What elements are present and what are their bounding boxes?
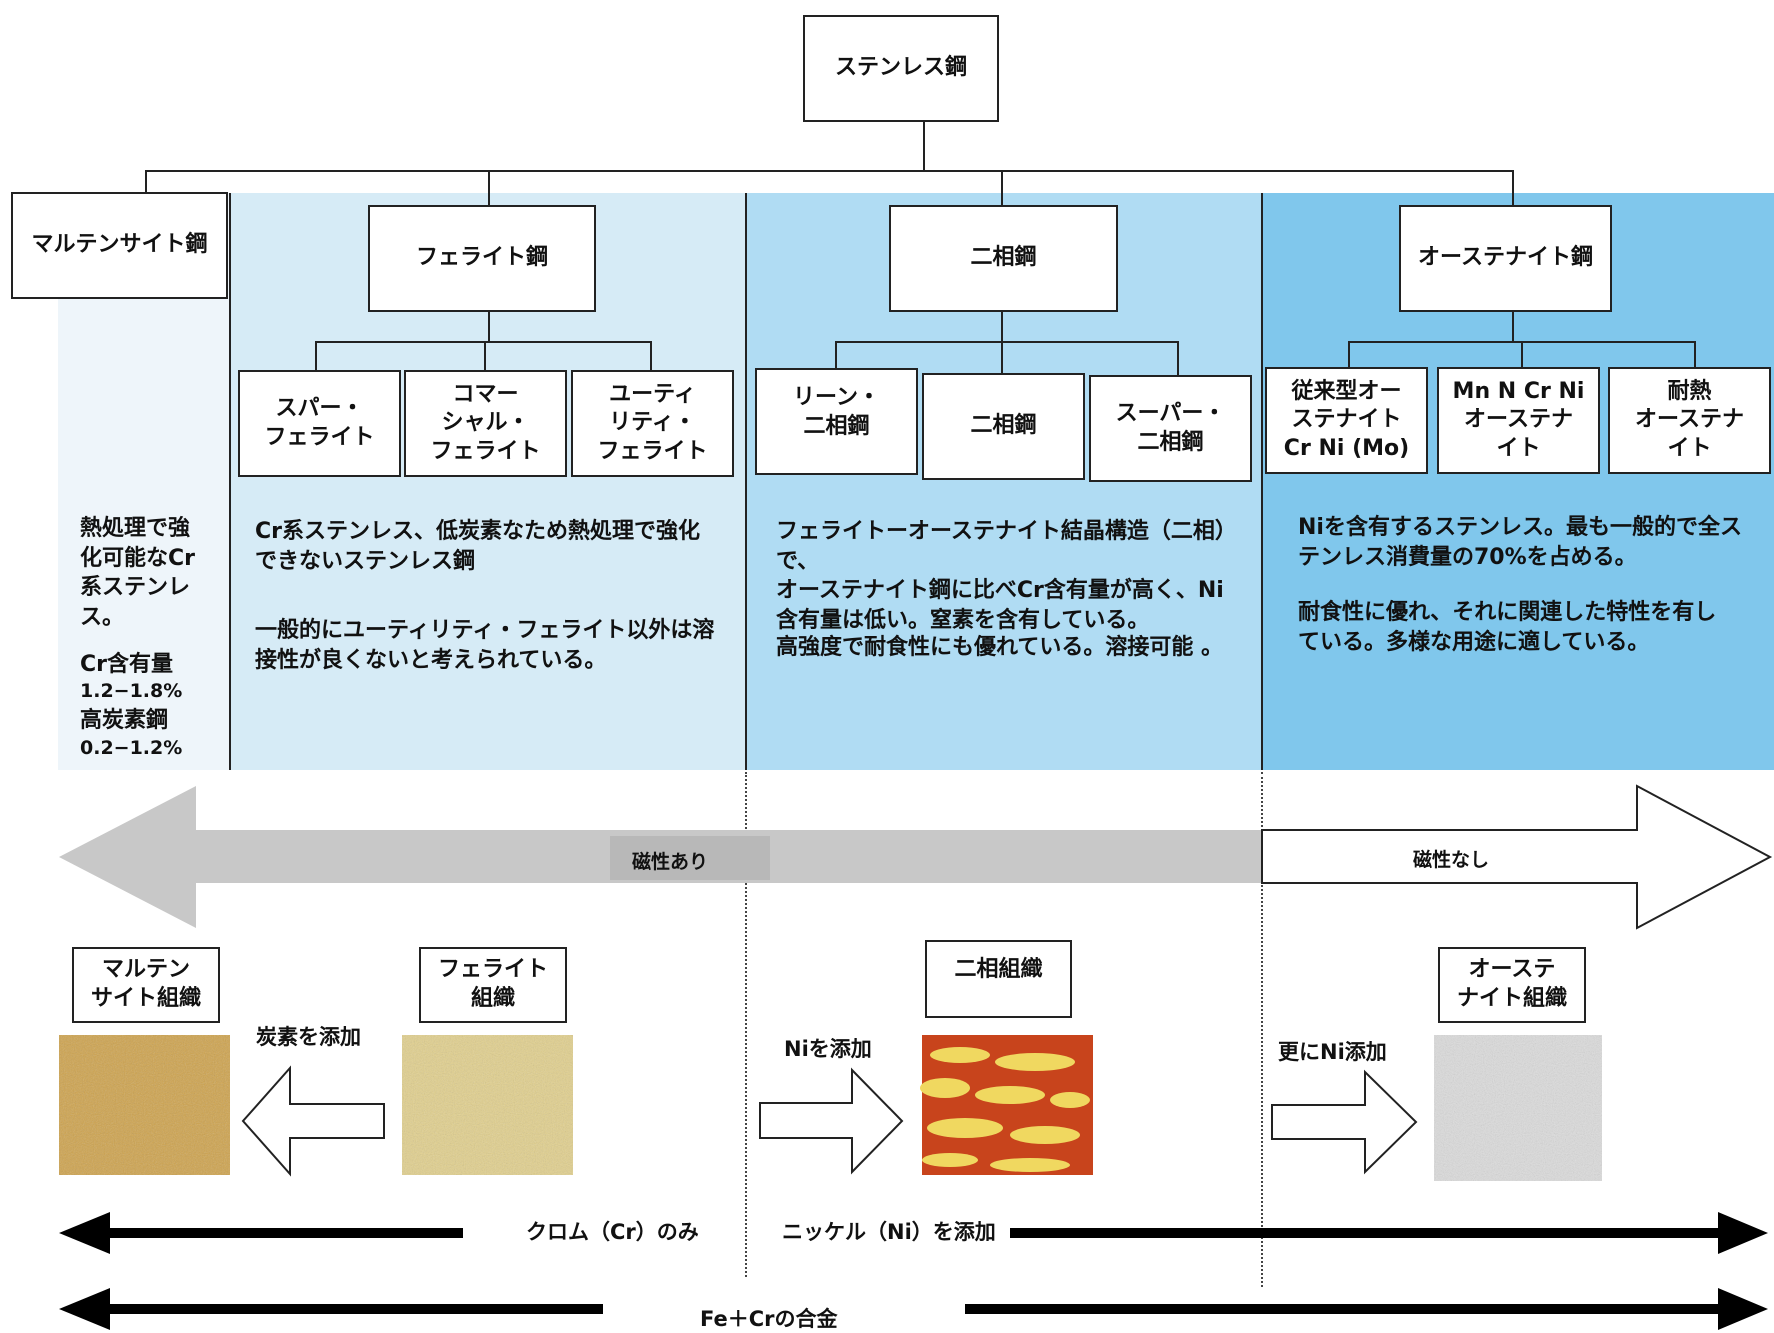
more-ni-label: 更にNi添加 bbox=[1278, 1040, 1387, 1064]
chromium-only-arrowhead-icon bbox=[59, 1212, 110, 1254]
nickel-added-label: ニッケル（Ni）を添加 bbox=[782, 1220, 996, 1244]
add-ni-label: Niを添加 bbox=[784, 1037, 872, 1061]
martensite-cr-label: Cr含有量 bbox=[80, 652, 173, 677]
austenite-photo bbox=[1434, 1035, 1602, 1181]
duplex-connector bbox=[1001, 170, 1003, 206]
non-magnetic-arrow-icon bbox=[1261, 784, 1773, 930]
ferrite-connector bbox=[488, 170, 490, 206]
duplex-subtype-lean: リーン・ 二相鋼 bbox=[755, 368, 918, 475]
add-ni-arrow-icon bbox=[759, 1067, 904, 1175]
austenite-description-2: 耐食性に優れ、それに関連した特性を有し ている。多様な用途に適している。 bbox=[1298, 600, 1717, 655]
duplex-description-1: フェライトーオーステナイト結晶構造（二相）で、 オーステナイト鋼に比べCr含有量… bbox=[776, 519, 1237, 634]
family-bus bbox=[145, 170, 1513, 172]
duplex-sub-drop-1 bbox=[835, 341, 837, 369]
ferrite-sub-drop-1 bbox=[315, 341, 317, 371]
ferrite-sub-drop-3 bbox=[650, 341, 652, 371]
martensite-connector bbox=[145, 170, 147, 192]
martensite-c-label: 高炭素鋼 bbox=[80, 708, 169, 733]
duplex-node: 二相鋼 bbox=[889, 205, 1118, 312]
duplex-description-2: 高強度で耐食性にも優れている。溶接可能 。 bbox=[776, 635, 1224, 660]
duplex-sub-drop-2 bbox=[1001, 341, 1003, 375]
ferrite-sub-bus bbox=[315, 341, 652, 343]
duplex-subtype-super: スーパー・ 二相鋼 bbox=[1089, 375, 1252, 482]
more-ni-arrow-icon bbox=[1271, 1069, 1418, 1175]
fe-cr-right-arrowhead-icon bbox=[1718, 1288, 1768, 1330]
austenite-subtype-conventional: 従来型オー ステナイト Cr Ni (Mo) bbox=[1265, 367, 1428, 474]
root-node: ステンレス鋼 bbox=[803, 15, 999, 122]
magnetic-label-bg bbox=[610, 836, 770, 880]
dotted-divider-left bbox=[745, 772, 747, 1277]
austenite-node: オーステナイト鋼 bbox=[1399, 205, 1612, 312]
add-carbon-arrow-icon bbox=[241, 1065, 385, 1177]
ferrite-subtype-super: スパー・ フェライト bbox=[238, 370, 401, 477]
martensite-structure-label: マルテン サイト組織 bbox=[72, 947, 220, 1023]
fe-cr-alloy-label: Fe＋Crの合金 bbox=[700, 1307, 838, 1331]
austenite-sub-drop-3 bbox=[1694, 341, 1696, 367]
add-carbon-label: 炭素を添加 bbox=[256, 1025, 361, 1049]
nickel-arrowhead-icon bbox=[1718, 1212, 1768, 1254]
ferrite-description-2: 一般的にユーティリティ・フェライト以外は溶 接性が良くないと考えられている。 bbox=[255, 618, 715, 673]
duplex-sub-drop-3 bbox=[1177, 341, 1179, 375]
fe-cr-left-arrowhead-icon bbox=[59, 1288, 110, 1330]
ferrite-structure-label: フェライト 組織 bbox=[419, 947, 567, 1023]
duplex-sub-connector bbox=[1001, 312, 1003, 342]
ferrite-sub-drop-2 bbox=[484, 341, 486, 371]
austenite-subtype-mn-n-cr-ni: Mn N Cr Ni オーステナ イト bbox=[1437, 367, 1600, 474]
austenite-subtype-heat-resistant: 耐熱 オーステナ イト bbox=[1608, 367, 1771, 474]
duplex-sub-bus bbox=[835, 341, 1179, 343]
magnetic-label: 磁性あり bbox=[632, 851, 709, 873]
ferrite-photo bbox=[402, 1035, 573, 1175]
austenite-connector bbox=[1512, 170, 1514, 206]
separator-duplex bbox=[745, 193, 747, 770]
ferrite-description-1: Cr系ステンレス、低炭素なため熱処理で強化 できないステンレス鋼 bbox=[255, 519, 700, 574]
duplex-subtype-standard: 二相鋼 bbox=[922, 373, 1085, 480]
ferrite-node: フェライト鋼 bbox=[368, 205, 596, 312]
martensite-description: 熱処理で強 化可能なCr 系ステンレ ス。 bbox=[80, 516, 195, 631]
martensite-cr-value: 1.2−1.8% bbox=[80, 680, 183, 702]
non-magnetic-label: 磁性なし bbox=[1413, 849, 1490, 871]
martensite-photo bbox=[59, 1035, 230, 1175]
ferrite-subtype-utility: ユーティ リティ・ フェライト bbox=[571, 370, 734, 477]
martensite-c-value: 0.2−1.2% bbox=[80, 737, 183, 759]
austenite-structure-label: オーステ ナイト組織 bbox=[1438, 947, 1586, 1023]
austenite-description-1: Niを含有するステンレス。最も一般的で全ス テンレス消費量の70%を占める。 bbox=[1298, 515, 1742, 570]
root-connector bbox=[923, 121, 925, 171]
austenite-sub-drop-1 bbox=[1348, 341, 1350, 367]
separator-ferrite bbox=[229, 193, 231, 770]
austenite-sub-connector bbox=[1512, 312, 1514, 342]
austenite-sub-drop-2 bbox=[1521, 341, 1523, 367]
martensite-node: マルテンサイト鋼 bbox=[11, 192, 228, 299]
dotted-divider-right bbox=[1261, 772, 1263, 1287]
ferrite-sub-connector bbox=[488, 312, 490, 342]
duplex-photo bbox=[920, 1035, 1093, 1175]
separator-austenite bbox=[1261, 193, 1263, 770]
chromium-only-label: クロム（Cr）のみ bbox=[526, 1220, 699, 1244]
ferrite-subtype-commercial: コマー シャル・ フェライト bbox=[404, 370, 567, 477]
duplex-structure-label: 二相組織 bbox=[925, 940, 1072, 1018]
